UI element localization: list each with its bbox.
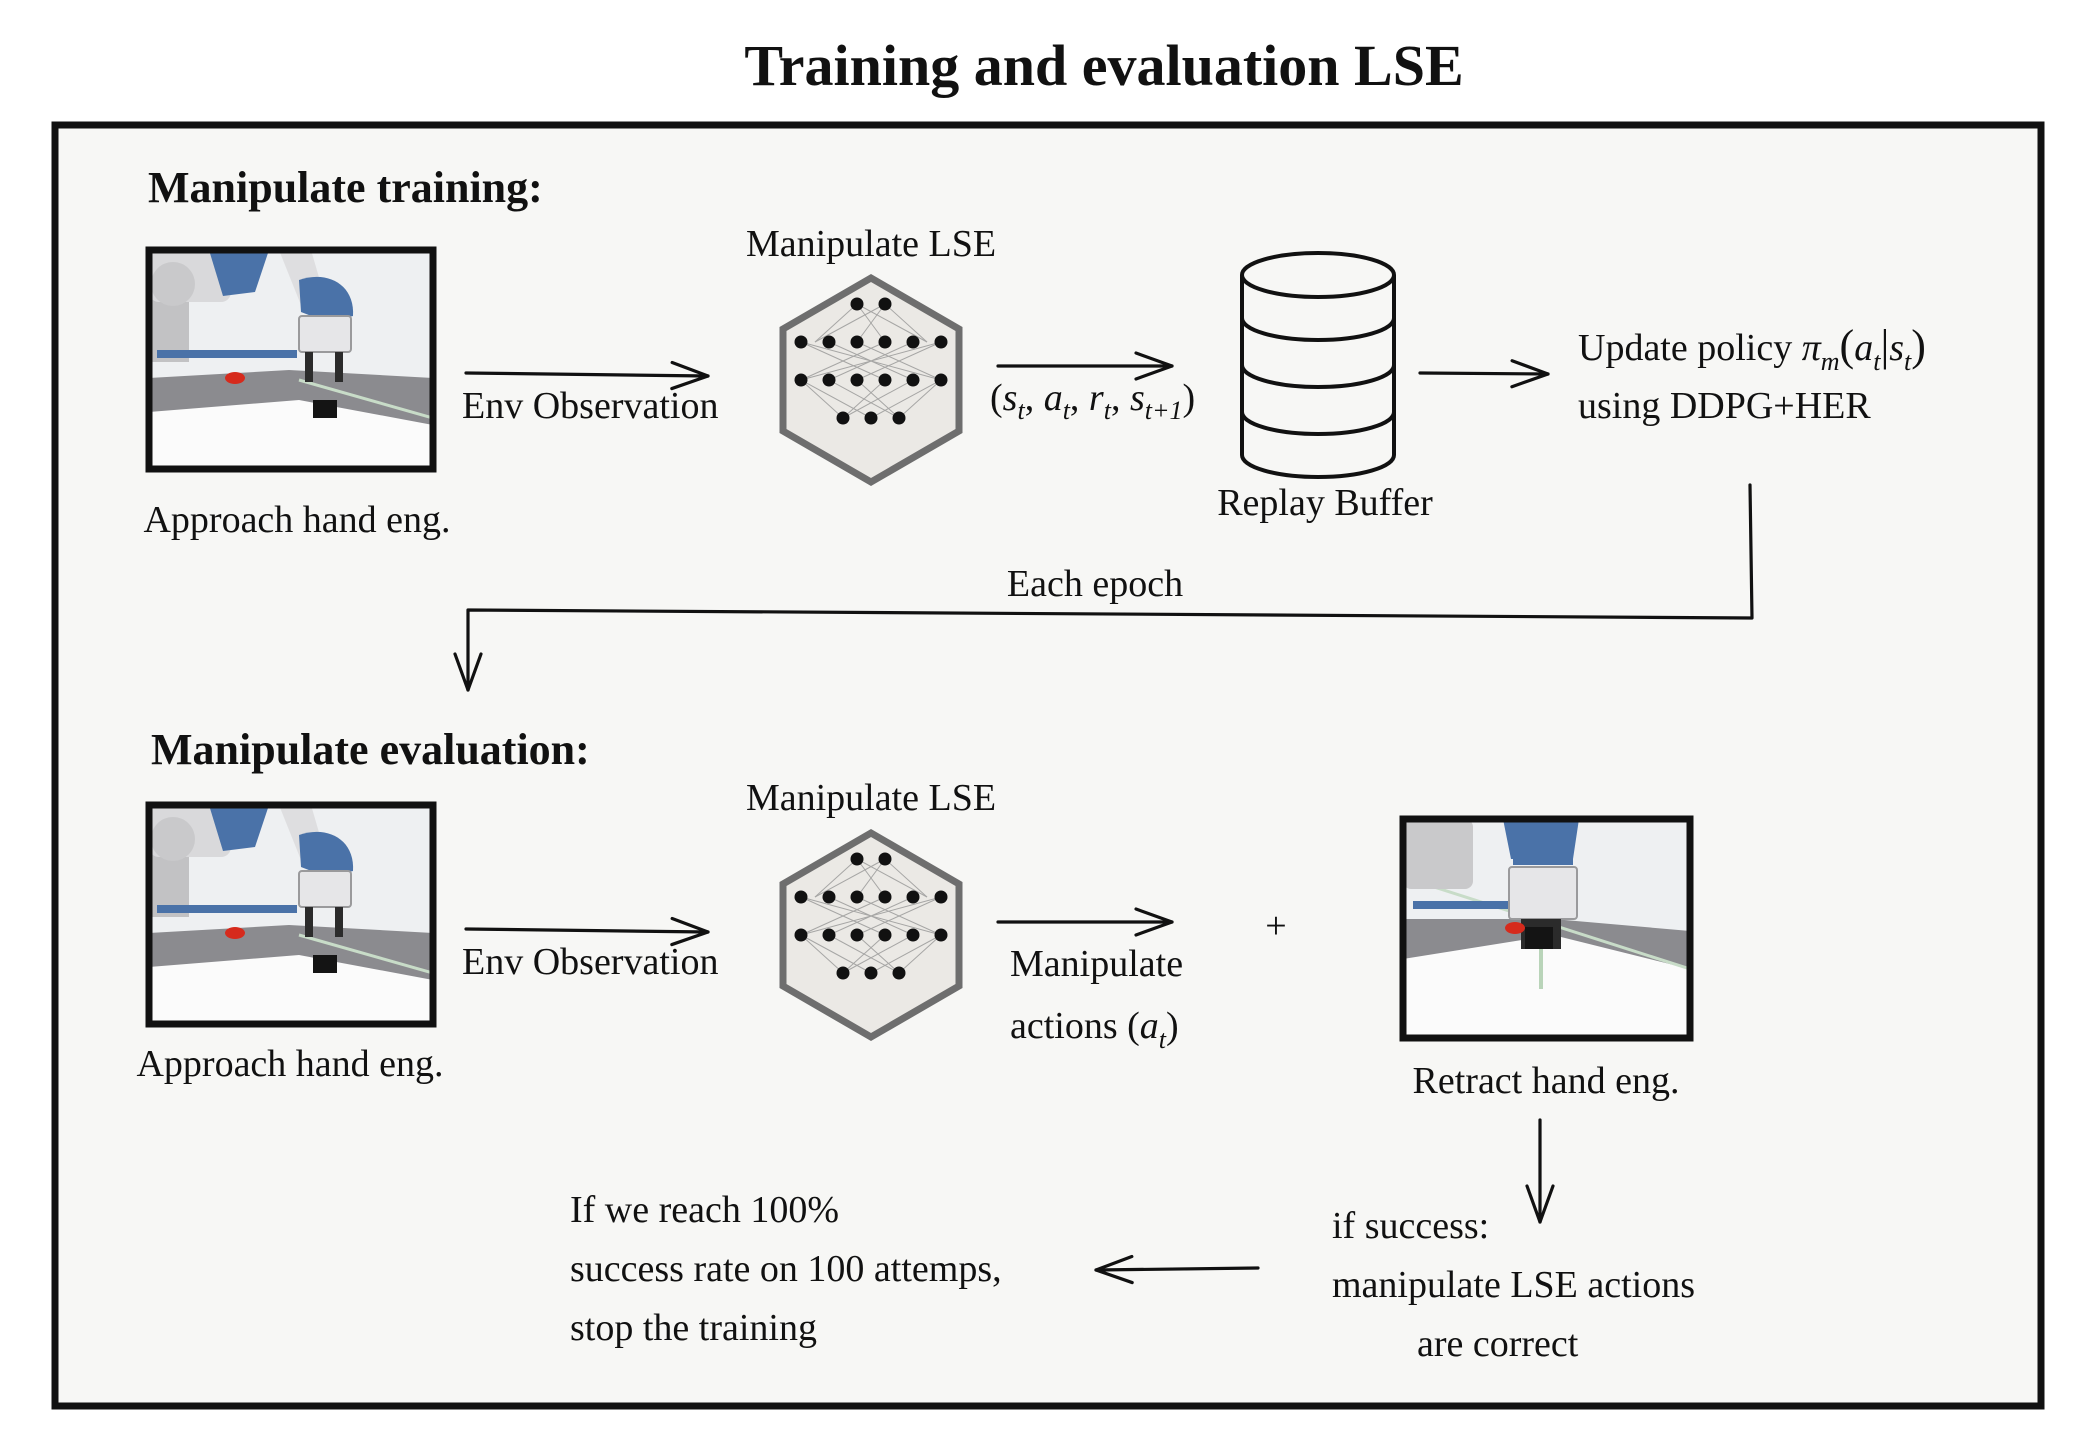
env-observation-label-evaluation: Env Observation — [462, 941, 718, 983]
each-epoch-label: Each epoch — [1007, 563, 1183, 605]
replay-buffer-icon — [1240, 251, 1396, 479]
actions-line1: Manipulate — [1010, 943, 1183, 985]
plus-sign: + — [1265, 905, 1286, 947]
approach-image-evaluation — [149, 805, 433, 1024]
update-policy-line2: using DDPG+HER — [1578, 385, 1871, 427]
approach-label-training: Approach hand eng. — [143, 499, 450, 541]
approach-label-evaluation: Approach hand eng. — [136, 1043, 443, 1085]
stop-line1: If we reach 100% — [570, 1189, 839, 1231]
transition-tuple: (st, at, rt, st+1) — [990, 377, 1195, 425]
approach-image-training — [149, 250, 433, 469]
each-epoch-arrow — [453, 483, 1754, 692]
success-line1: if success: — [1332, 1205, 1489, 1247]
actions-line2: actions (at) — [1010, 1005, 1179, 1054]
retract-image — [1399, 815, 1694, 1042]
update-policy-arrow — [1418, 359, 1550, 389]
training-heading: Manipulate training: — [148, 163, 543, 212]
env-observation-arrow-evaluation — [464, 916, 710, 947]
update-policy-line1: Update policy πm(at|st) — [1578, 321, 1926, 376]
retract-label: Retract hand eng. — [1413, 1060, 1680, 1102]
env-observation-label-training: Env Observation — [462, 385, 718, 427]
diagram-title: Training and evaluation LSE — [744, 33, 1463, 98]
success-line3: are correct — [1417, 1323, 1579, 1365]
stop-line3: stop the training — [570, 1307, 817, 1349]
env-observation-arrow-training — [464, 360, 710, 391]
network-label-evaluation: Manipulate LSE — [746, 777, 996, 819]
success-line2: manipulate LSE actions — [1332, 1264, 1695, 1306]
network-label-training: Manipulate LSE — [746, 223, 996, 265]
stop-training-arrow — [1094, 1254, 1260, 1285]
replay-buffer-label: Replay Buffer — [1217, 482, 1433, 524]
evaluation-heading: Manipulate evaluation: — [151, 725, 590, 774]
stop-line2: success rate on 100 attemps, — [570, 1248, 1002, 1290]
